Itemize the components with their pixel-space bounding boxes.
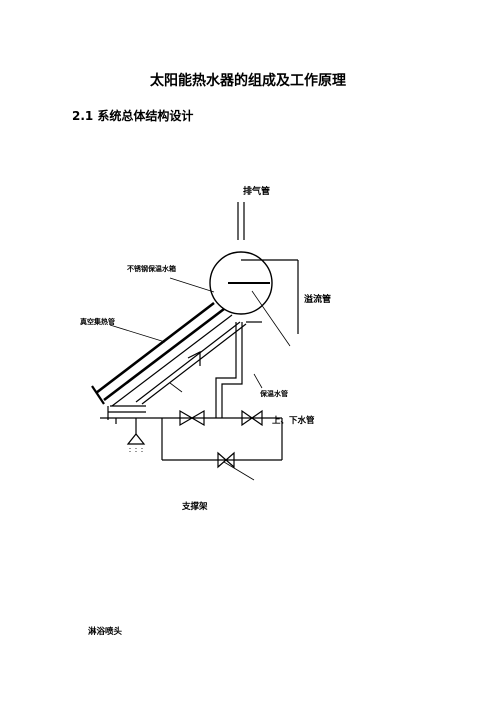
- label-support-frame: 支撑架: [182, 502, 208, 512]
- label-overflow-pipe: 溢流管: [304, 295, 332, 305]
- valve-1-right: [190, 409, 205, 427]
- label-storage-tank: 不锈钢保温水箱: [127, 265, 176, 273]
- insulated-pipe-outer: [215, 322, 237, 418]
- label-insulated-pipe: 保温水管: [260, 390, 288, 398]
- label-exhaust-pipe: 排气管: [243, 187, 271, 197]
- label-shower-head: 淋浴喷头: [88, 627, 123, 637]
- tank-leader-line: [169, 277, 215, 293]
- collector-tube-2: [103, 307, 225, 402]
- overflow-leader-line: [251, 290, 291, 347]
- valve-3-right: [225, 451, 235, 469]
- collector-bottom-end: [91, 385, 105, 405]
- insulated-pipe-leader-line: [253, 373, 263, 389]
- valve-1-left: [179, 409, 194, 427]
- label-inlet-outlet-pipe: 上、下水管: [272, 416, 315, 426]
- valve-2-left: [241, 409, 254, 427]
- storage-tank-circle: [209, 251, 273, 315]
- collector-tube-3: [111, 314, 233, 407]
- valve-3-left: [217, 451, 227, 469]
- label-vacuum-tube: 真空集热管: [80, 318, 115, 326]
- insulated-pipe-inner: [221, 322, 243, 418]
- brace-leader-line: [169, 382, 183, 393]
- collector-tube-4: [135, 321, 241, 403]
- document-title: 太阳能热水器的组成及工作原理: [150, 73, 346, 89]
- shower-head-shape: [126, 433, 146, 445]
- vacuum-tube-leader-line: [109, 324, 166, 343]
- valve-2-right: [250, 409, 263, 427]
- frame-leader-line: [223, 461, 255, 481]
- collector-tube-5: [141, 323, 247, 405]
- section-heading: 2.1 系统总体结构设计: [72, 109, 194, 123]
- support-brace: [187, 351, 201, 366]
- collector-tube-1: [95, 301, 215, 395]
